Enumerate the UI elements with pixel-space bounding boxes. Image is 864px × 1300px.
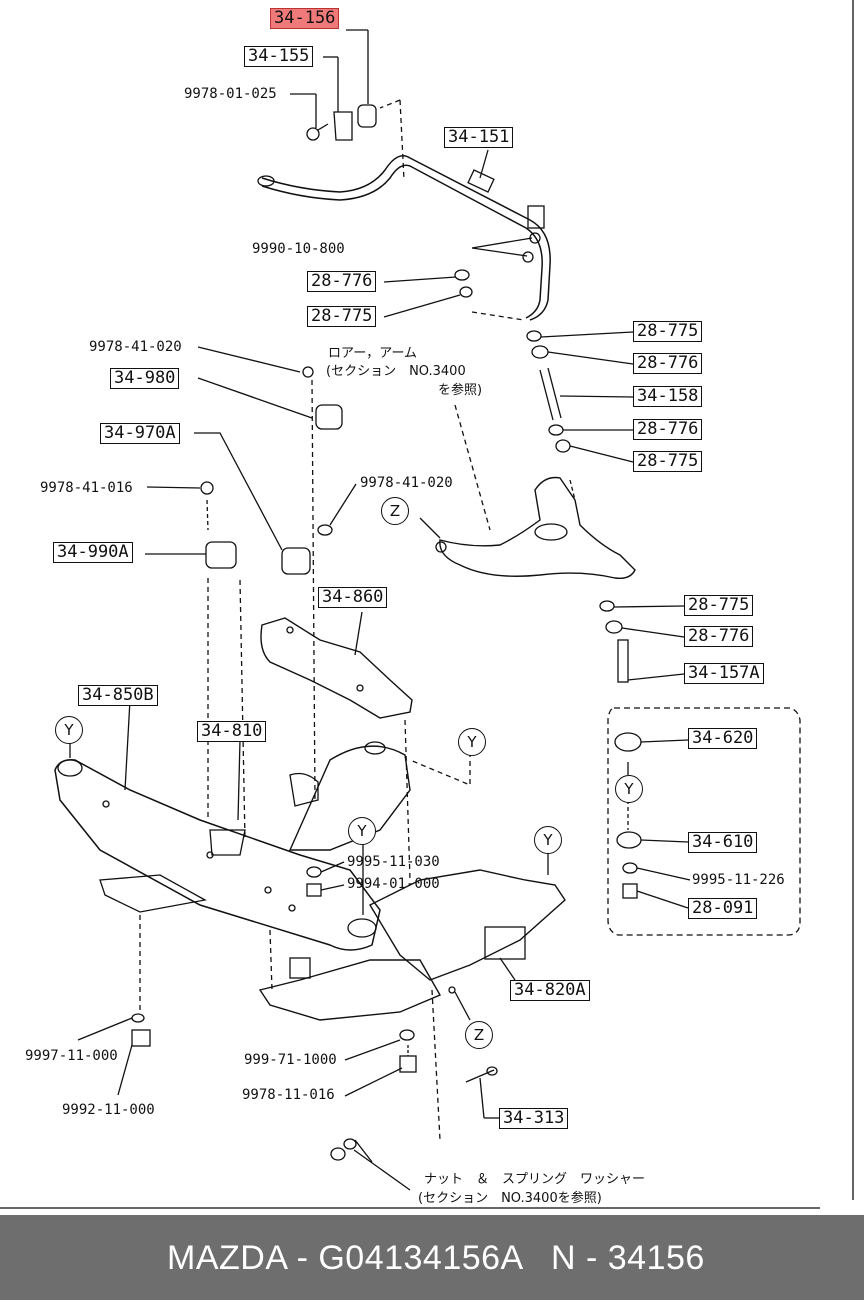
lower-arm — [419, 404, 636, 580]
diagram-drawing — [0, 0, 854, 1209]
marker-y: Y — [55, 716, 83, 744]
stabilizer-bar — [257, 155, 551, 321]
callout-34-810[interactable]: 34-810 — [197, 721, 267, 742]
stabilizer-link — [526, 330, 634, 463]
callout-28-776[interactable]: 28-776 — [633, 419, 703, 440]
callout-34-820A[interactable]: 34-820A — [510, 980, 590, 1001]
callout-34-151[interactable]: 34-151 — [444, 127, 514, 148]
marker-z: Z — [465, 1021, 493, 1049]
callout-34-158[interactable]: 34-158 — [633, 386, 703, 407]
part-number-9978-01-025: 9978-01-025 — [184, 86, 277, 102]
note-nut-washer-1: ナット ＆ スプリング ワッシャー — [424, 1172, 646, 1187]
part-number-999-71-1000: 999-71-1000 — [244, 1052, 337, 1068]
footer-part-label: MAZDA - G04134156A — [167, 1239, 524, 1277]
callout-28-776[interactable]: 28-776 — [633, 353, 703, 374]
bushing-bracket — [306, 99, 405, 181]
callout-34-990A[interactable]: 34-990A — [53, 542, 133, 563]
marker-z: Z — [381, 497, 409, 525]
part-number-9978-41-016: 9978-41-016 — [40, 480, 133, 496]
part-number-9978-11-016: 9978-11-016 — [242, 1087, 335, 1103]
callout-28-775[interactable]: 28-775 — [684, 595, 754, 616]
part-number-9978-41-020: 9978-41-020 — [360, 475, 453, 491]
note-lower-arm-3: を参照) — [438, 383, 483, 398]
callout-34-313[interactable]: 34-313 — [499, 1108, 569, 1129]
part-number-9997-11-000: 9997-11-000 — [25, 1048, 118, 1064]
marker-y: Y — [534, 826, 562, 854]
part-number-9978-41-020: 9978-41-020 — [89, 339, 182, 355]
callout-28-775[interactable]: 28-775 — [633, 451, 703, 472]
callout-34-156[interactable]: 34-156 — [270, 8, 340, 29]
note-lower-arm-1: ロアー，アーム — [328, 346, 418, 361]
callout-34-860[interactable]: 34-860 — [318, 587, 388, 608]
callout-34-980[interactable]: 34-980 — [110, 368, 180, 389]
part-number-9995-11-226: 9995-11-226 — [692, 872, 785, 888]
callout-34-157A[interactable]: 34-157A — [684, 663, 764, 684]
part-number-9994-01-000: 9994-01-000 — [347, 876, 440, 892]
callout-28-776[interactable]: 28-776 — [307, 271, 377, 292]
part-number-9992-11-000: 9992-11-000 — [62, 1102, 155, 1118]
footer-ref-number: N - 34156 — [551, 1239, 705, 1277]
callout-28-775[interactable]: 28-775 — [307, 306, 377, 327]
callout-34-610[interactable]: 34-610 — [688, 832, 758, 853]
note-lower-arm-2: (セクション NO.3400 — [326, 364, 466, 379]
marker-y: Y — [615, 775, 643, 803]
callout-28-775[interactable]: 28-775 — [633, 321, 703, 342]
part-number-9990-10-800: 9990-10-800 — [252, 241, 345, 257]
note-nut-washer-2: (セクション NO.3400を参照) — [418, 1191, 602, 1206]
callout-34-155[interactable]: 34-155 — [244, 46, 314, 67]
callout-34-850B[interactable]: 34-850B — [78, 685, 158, 706]
callout-28-091[interactable]: 28-091 — [688, 898, 758, 919]
marker-y: Y — [458, 728, 486, 756]
marker-y: Y — [348, 817, 376, 845]
footer-bar: MAZDA - G04134156A N - 34156 — [0, 1215, 864, 1300]
callout-34-970A[interactable]: 34-970A — [100, 423, 180, 444]
arm-bushings — [145, 346, 357, 841]
parts-diagram: 34-156 34-155 34-151 28-776 28-775 28-77… — [0, 0, 854, 1209]
callout-34-620[interactable]: 34-620 — [688, 728, 758, 749]
callout-28-776[interactable]: 28-776 — [684, 626, 754, 647]
cover-plate — [260, 611, 413, 719]
part-number-9995-11-030: 9995-11-030 — [347, 854, 440, 870]
